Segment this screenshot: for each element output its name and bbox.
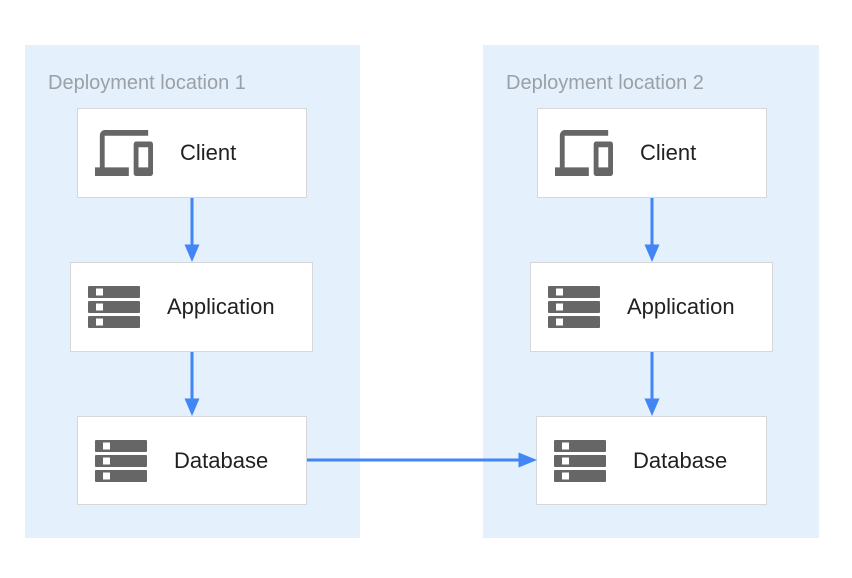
- node-label: Application: [627, 294, 735, 319]
- node-label: Application: [167, 294, 275, 319]
- node-label: Database: [633, 447, 728, 473]
- devices-icon: [95, 130, 153, 176]
- client-node-1: Client: [77, 108, 307, 198]
- node-label: Database: [174, 447, 269, 473]
- deployment-location-1-panel: Deployment location 1 Client: [25, 45, 360, 538]
- deployment-location-2-panel: Deployment location 2 Client: [483, 45, 819, 538]
- node-label: Client: [180, 140, 237, 165]
- devices-icon: [555, 130, 613, 176]
- server-stack-icon: [554, 439, 606, 482]
- server-stack-icon: [95, 439, 147, 482]
- database-node-1: Database: [77, 416, 307, 505]
- database-node-2: Database: [536, 416, 767, 505]
- panel-title: Deployment location 1: [48, 72, 246, 94]
- node-label: Client: [640, 140, 697, 165]
- application-node-2: Application: [530, 262, 773, 352]
- application-node-1: Application: [70, 262, 313, 352]
- server-stack-icon: [548, 286, 600, 328]
- client-node-2: Client: [537, 108, 767, 198]
- panel-title: Deployment location 2: [506, 72, 704, 94]
- server-stack-icon: [88, 286, 140, 328]
